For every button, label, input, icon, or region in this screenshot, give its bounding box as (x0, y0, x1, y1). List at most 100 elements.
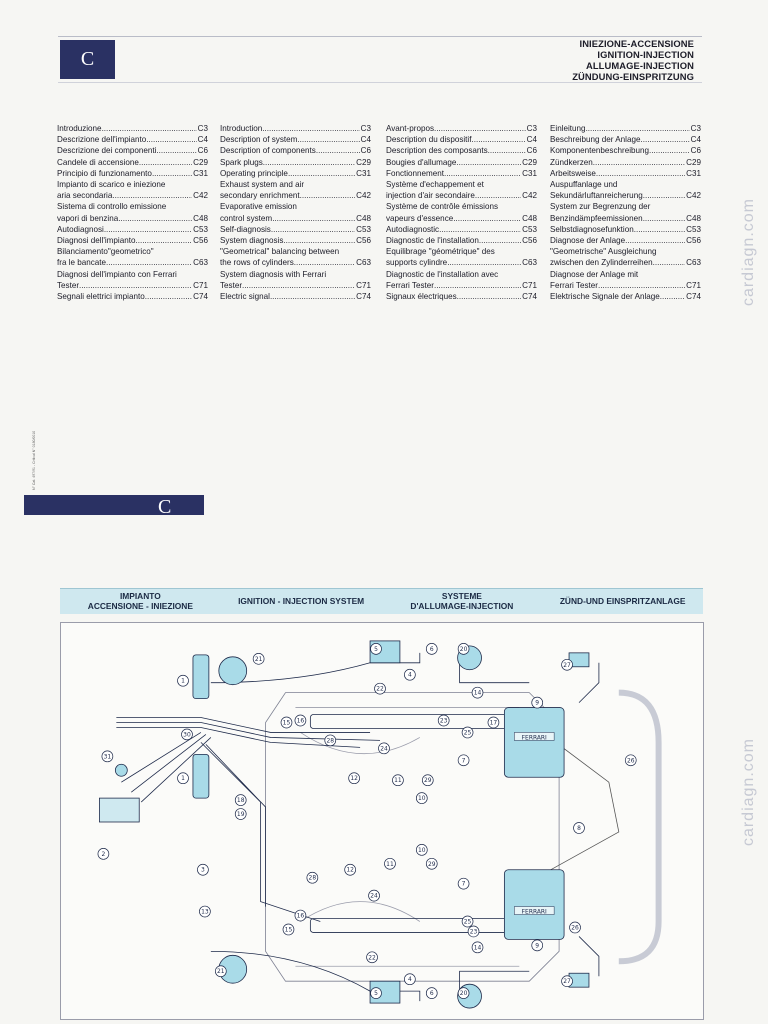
index-entry-page: C71 (685, 279, 701, 292)
svg-text:28: 28 (309, 875, 317, 882)
system-schematic: FERRARI FERRARI 112344556677899101011111… (97, 640, 662, 1009)
index-entry: Sistema di controllo emissione vapori di… (57, 201, 208, 224)
index-entry-title: Electric signal (220, 291, 355, 302)
index-entry-title: Description du dispositif (386, 134, 526, 145)
svg-text:12: 12 (346, 867, 354, 874)
svg-text:9: 9 (535, 700, 539, 707)
index-entry: Elektrische Signale der AnlageC74 (550, 291, 701, 303)
callout-13: 13 (199, 905, 211, 918)
index-entry-page: C63 (355, 257, 371, 269)
svg-text:4: 4 (408, 976, 412, 983)
callout-15: 15 (280, 716, 293, 729)
callout-14: 14 (471, 686, 484, 699)
index-entry: IntroductionC3 (220, 123, 371, 135)
index-entry-page: C74 (521, 291, 537, 303)
index-entry-page: C48 (685, 212, 701, 224)
index-entry-page: C29 (521, 156, 537, 168)
callout-23: 23 (437, 714, 450, 727)
svg-text:13: 13 (201, 909, 209, 916)
fuel-lines (459, 657, 530, 997)
index-entry-page: C63 (192, 257, 208, 269)
svg-text:15: 15 (283, 719, 291, 726)
index-entry-page: C29 (685, 156, 701, 168)
callout-10: 10 (415, 844, 428, 856)
svg-text:4: 4 (408, 672, 412, 679)
svg-text:16: 16 (297, 717, 305, 724)
index-entry-title: Fonctionnement (386, 168, 521, 179)
wiring-harness-upper (116, 717, 381, 748)
index-entry-page: C31 (685, 167, 701, 180)
index-entry-page: C48 (355, 212, 371, 224)
index-entry: AutodiagnosiC53 (57, 223, 208, 236)
callout-20: 20 (457, 987, 470, 999)
callout-4: 4 (404, 973, 416, 986)
index-entry-title: Diagnose der Anlage (550, 235, 685, 246)
index-entry: Description du dispositifC4 (386, 134, 537, 146)
index-entry-page: C56 (355, 235, 371, 247)
index-entry-page: C3 (525, 123, 537, 135)
svg-text:1: 1 (181, 775, 185, 782)
index-entry: Diagnostic de l'installation avec Ferrar… (386, 269, 537, 292)
index-entry-page: C53 (521, 223, 537, 236)
index-entry-title: Système de contrôle émissions vapeurs d'… (386, 201, 521, 223)
svg-text:24: 24 (380, 745, 388, 752)
index-entry: Système d'echappement et injection d'air… (386, 179, 537, 202)
air-pipes (578, 662, 600, 977)
index-entry: "Geometrische" Ausgleichung zwischen den… (550, 246, 701, 269)
index-entry-title: Introduction (220, 123, 360, 134)
svg-text:25: 25 (464, 729, 472, 736)
index-entry-title: Operating principle (220, 168, 355, 179)
callout-16: 16 (294, 714, 307, 727)
callout-10: 10 (415, 792, 428, 804)
index-entry-page: C71 (355, 279, 371, 292)
svg-text:6: 6 (430, 646, 434, 653)
index-entry: Principio di funzionamentoC31 (57, 167, 208, 180)
callout-layer: 1123445566778991010111112121314141515161… (97, 643, 637, 999)
index-column-german: EinleitungC3Beschreibung der AnlageC4Kom… (550, 123, 701, 303)
callout-21: 21 (252, 652, 265, 665)
diagnostic-connector-block (99, 797, 140, 823)
ecu-lower (503, 869, 565, 940)
index-entry-title: Sistema di controllo emissione vapori di… (57, 201, 192, 223)
index-entry-title: Auspuffanlage und Sekundärluftanreicheru… (550, 179, 685, 201)
index-entry-page: C4 (196, 134, 208, 146)
svg-text:19: 19 (237, 811, 245, 818)
index-entry: Self-diagnosisC53 (220, 223, 371, 236)
index-entry-title: Description des composants (386, 145, 526, 156)
svg-text:30: 30 (183, 731, 191, 738)
callout-26: 26 (624, 754, 637, 767)
index-entry-page: C63 (521, 257, 537, 269)
index-entry-page: C74 (685, 291, 701, 303)
callout-11: 11 (384, 857, 396, 870)
svg-text:27: 27 (563, 978, 571, 985)
index-entry: Diagnosi dell'impiantoC56 (57, 235, 208, 247)
index-entry: FonctionnementC31 (386, 167, 537, 180)
index-entry: Description of componentsC6 (220, 145, 371, 157)
section-badge: C (60, 40, 115, 79)
callout-27: 27 (561, 658, 573, 671)
callout-29: 29 (421, 774, 434, 787)
index-entry: Descrizione dei componentiC6 (57, 145, 208, 157)
index-entry-title: Komponentenbeschreibung (550, 145, 690, 156)
index-entry: Description des composantsC6 (386, 145, 537, 157)
svg-text:5: 5 (374, 990, 378, 997)
index-entry-page: C42 (192, 190, 208, 202)
svg-text:20: 20 (460, 646, 468, 653)
index-entry-title: Avant-propos (386, 123, 526, 134)
callout-7: 7 (457, 877, 470, 890)
exhaust-sensor-lead (529, 722, 620, 883)
svg-text:24: 24 (370, 893, 378, 900)
diagram-title-fr: SYSTEME D'ALLUMAGE-INJECTION (410, 591, 514, 611)
index-entry-title: Exhaust system and air secondary enrichm… (220, 179, 355, 201)
index-entry-title: Principio di funzionamento (57, 168, 192, 179)
svg-text:21: 21 (255, 656, 263, 663)
svg-text:29: 29 (424, 777, 432, 784)
callout-5: 5 (370, 643, 382, 655)
callout-1: 1 (177, 772, 189, 785)
index-entry-page: C29 (192, 156, 208, 168)
injector-rail-upper (309, 714, 510, 729)
callout-11: 11 (392, 774, 404, 787)
svg-text:28: 28 (326, 737, 334, 744)
diagram-title-en: IGNITION - INJECTION SYSTEM (238, 595, 365, 606)
title-de: ZÜNDUNG-EINSPRITZUNG (572, 71, 694, 82)
